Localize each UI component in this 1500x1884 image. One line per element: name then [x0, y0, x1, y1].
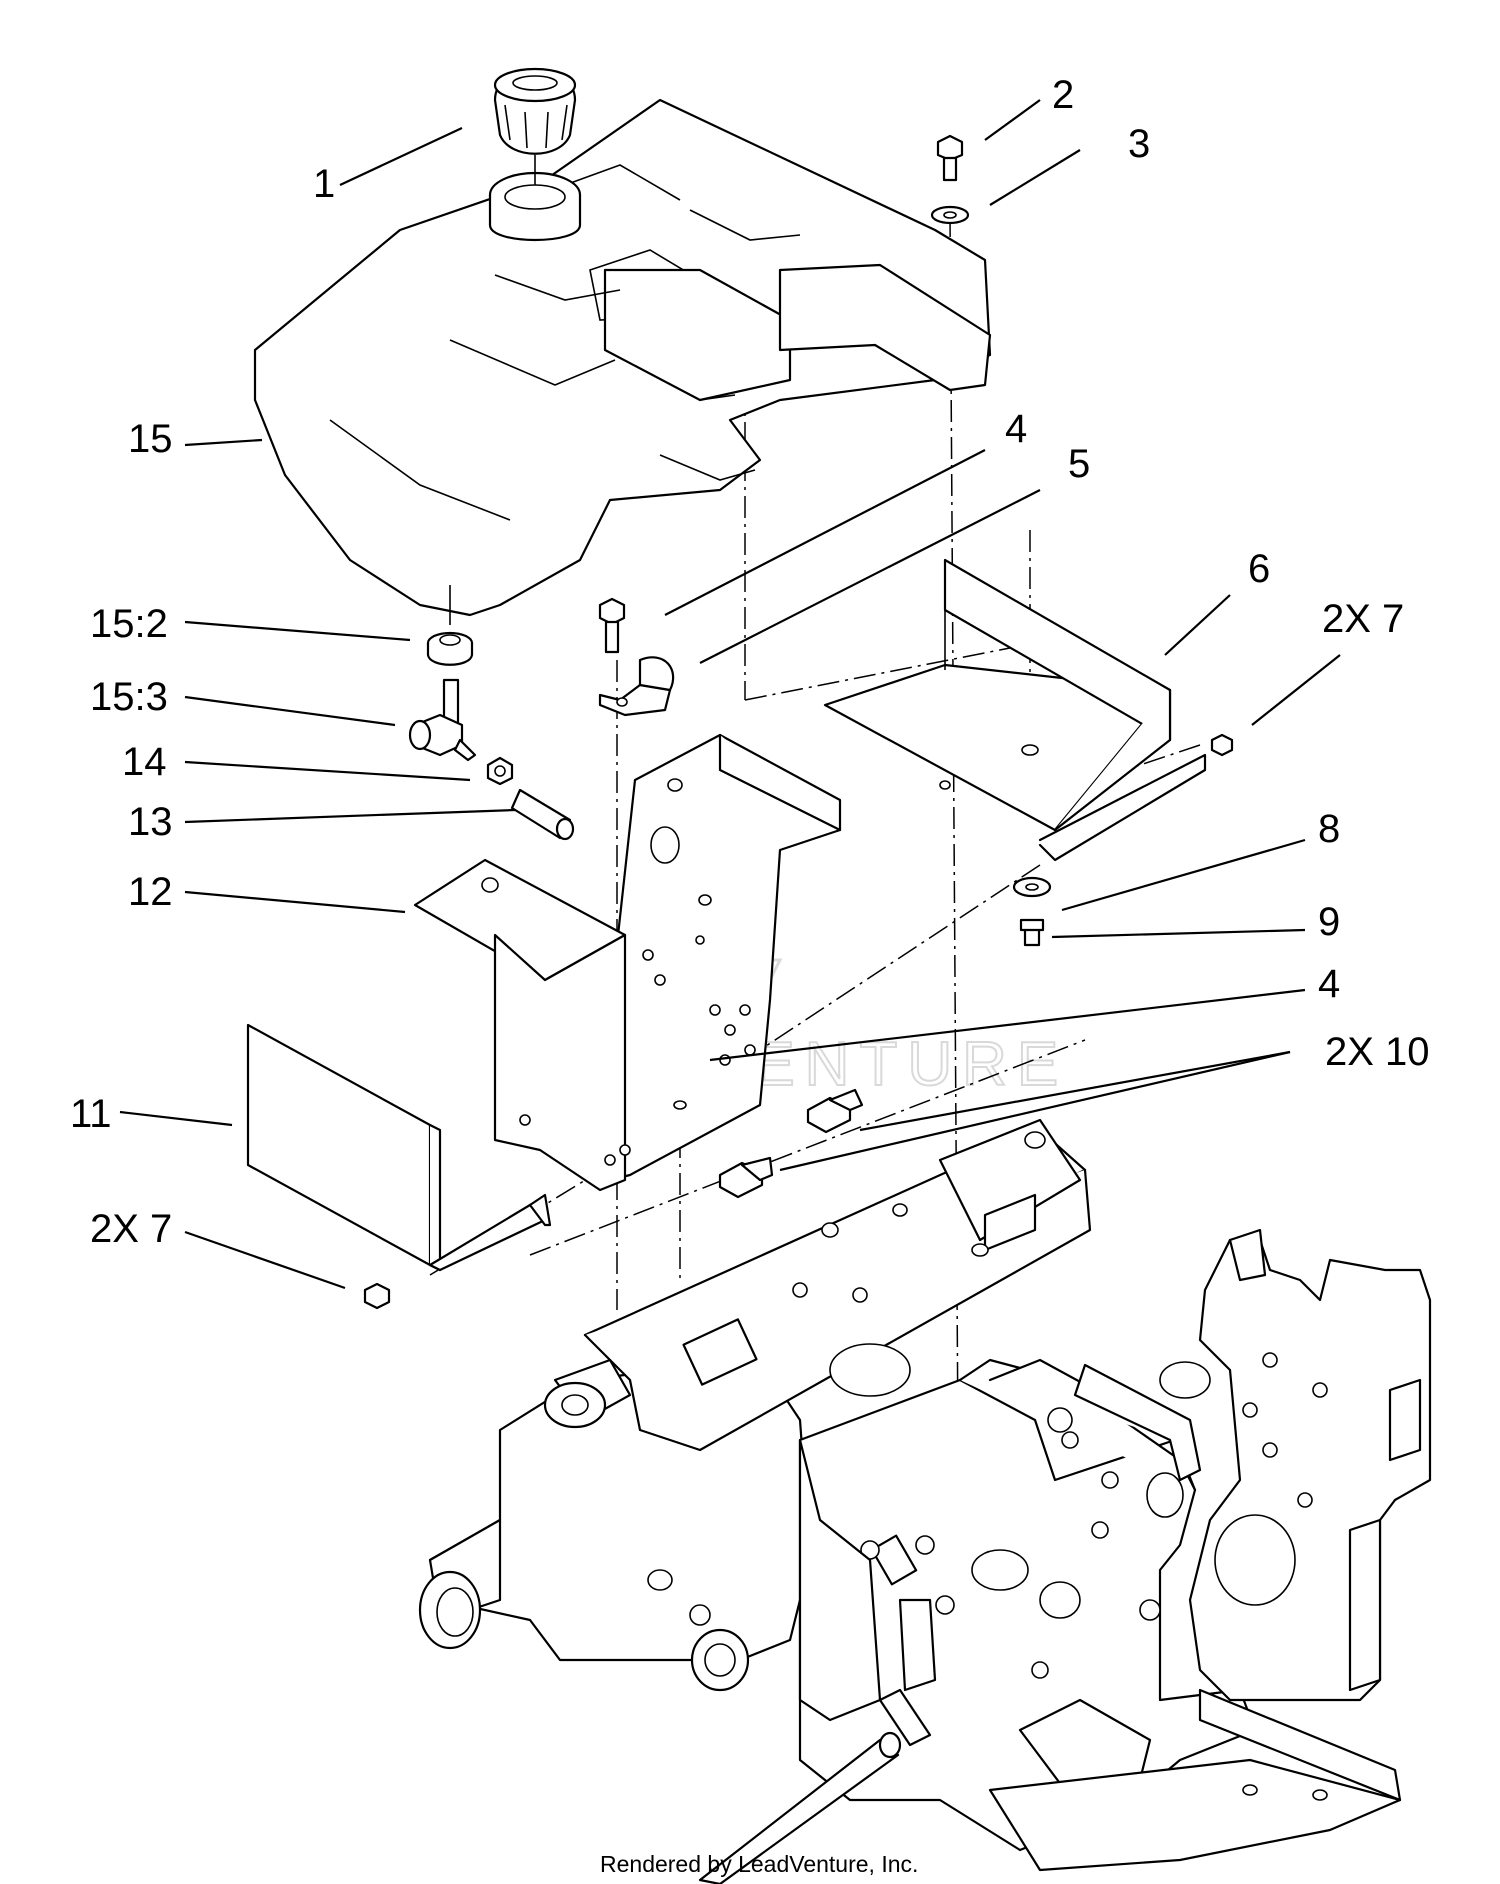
clamp-14: [486, 756, 514, 786]
callout-13: 13: [128, 800, 173, 844]
bolt-10-upper: [806, 1088, 864, 1134]
clip-5: [598, 656, 675, 717]
callout-11: 11: [70, 1092, 112, 1136]
callout-4-lower: 4: [1318, 962, 1340, 1006]
callout-7-upper: 2X 7: [1322, 597, 1404, 641]
bolt-4-upper: [598, 597, 626, 654]
nut-7-upper: [1210, 733, 1234, 757]
callout-10: 2X 10: [1325, 1030, 1430, 1074]
callout-15-3: 15:3: [90, 675, 168, 719]
callout-labels: 1 2 3 4 5 6 2X 7 8 9 4 2X 10 15 15:2 15:…: [70, 73, 1430, 1251]
panel-11: [246, 1023, 552, 1272]
tray-6: [823, 558, 1207, 862]
callout-14: 14: [122, 740, 167, 784]
grommet-15-2: [426, 585, 474, 666]
callout-3: 3: [1128, 122, 1150, 166]
fuel-cap: [488, 67, 582, 242]
callout-6: 6: [1248, 547, 1270, 591]
callout-15-2: 15:2: [90, 602, 168, 646]
bolt-9: [1019, 918, 1045, 947]
bracket-12: [413, 858, 631, 1192]
washer-3: [930, 205, 970, 225]
callout-2: 2: [1052, 73, 1074, 117]
callout-9: 9: [1318, 900, 1340, 944]
nut-7-lower: [363, 1282, 391, 1310]
callout-4-upper: 4: [1005, 407, 1027, 451]
bolt-10-lower: [718, 1156, 774, 1199]
callout-5: 5: [1068, 442, 1090, 486]
leader-lines: [119, 99, 1341, 1290]
bolt-2: [936, 134, 964, 182]
main-frame: [418, 1118, 1432, 1884]
callout-12: 12: [128, 870, 173, 914]
callout-15: 15: [128, 417, 173, 461]
callout-7-lower: 2X 7: [90, 1207, 172, 1251]
center-bracket: [598, 733, 842, 1182]
washer-8: [1012, 876, 1052, 898]
hose-13: [510, 788, 575, 841]
callout-8: 8: [1318, 807, 1340, 851]
callout-1: 1: [313, 162, 335, 206]
fitting-15-3: [408, 678, 477, 762]
fuel-tank: [253, 98, 992, 617]
render-credit: Rendered by LeadVenture, Inc.: [600, 1851, 918, 1877]
